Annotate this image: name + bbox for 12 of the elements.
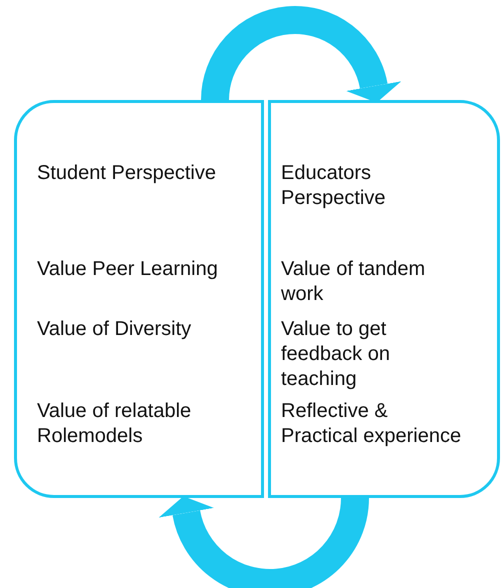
panel-heading: Educators Perspective	[281, 161, 386, 211]
bullet-text: Value to get feedback on teaching	[281, 317, 391, 392]
perspective-panel	[14, 100, 264, 498]
bullet-text: Value Peer Learning	[37, 257, 219, 282]
curved-arrow	[201, 6, 401, 102]
panel-heading: Student Perspective	[37, 161, 217, 186]
bullet-text: Value of Diversity	[37, 317, 192, 342]
bullet-text: Reflective & Practical experience	[281, 399, 462, 449]
bullet-text: Value of relatable Rolemodels	[37, 399, 192, 449]
curved-arrow	[159, 496, 369, 588]
perspective-panel	[268, 100, 500, 498]
bullet-text: Value of tandem work	[281, 257, 426, 307]
